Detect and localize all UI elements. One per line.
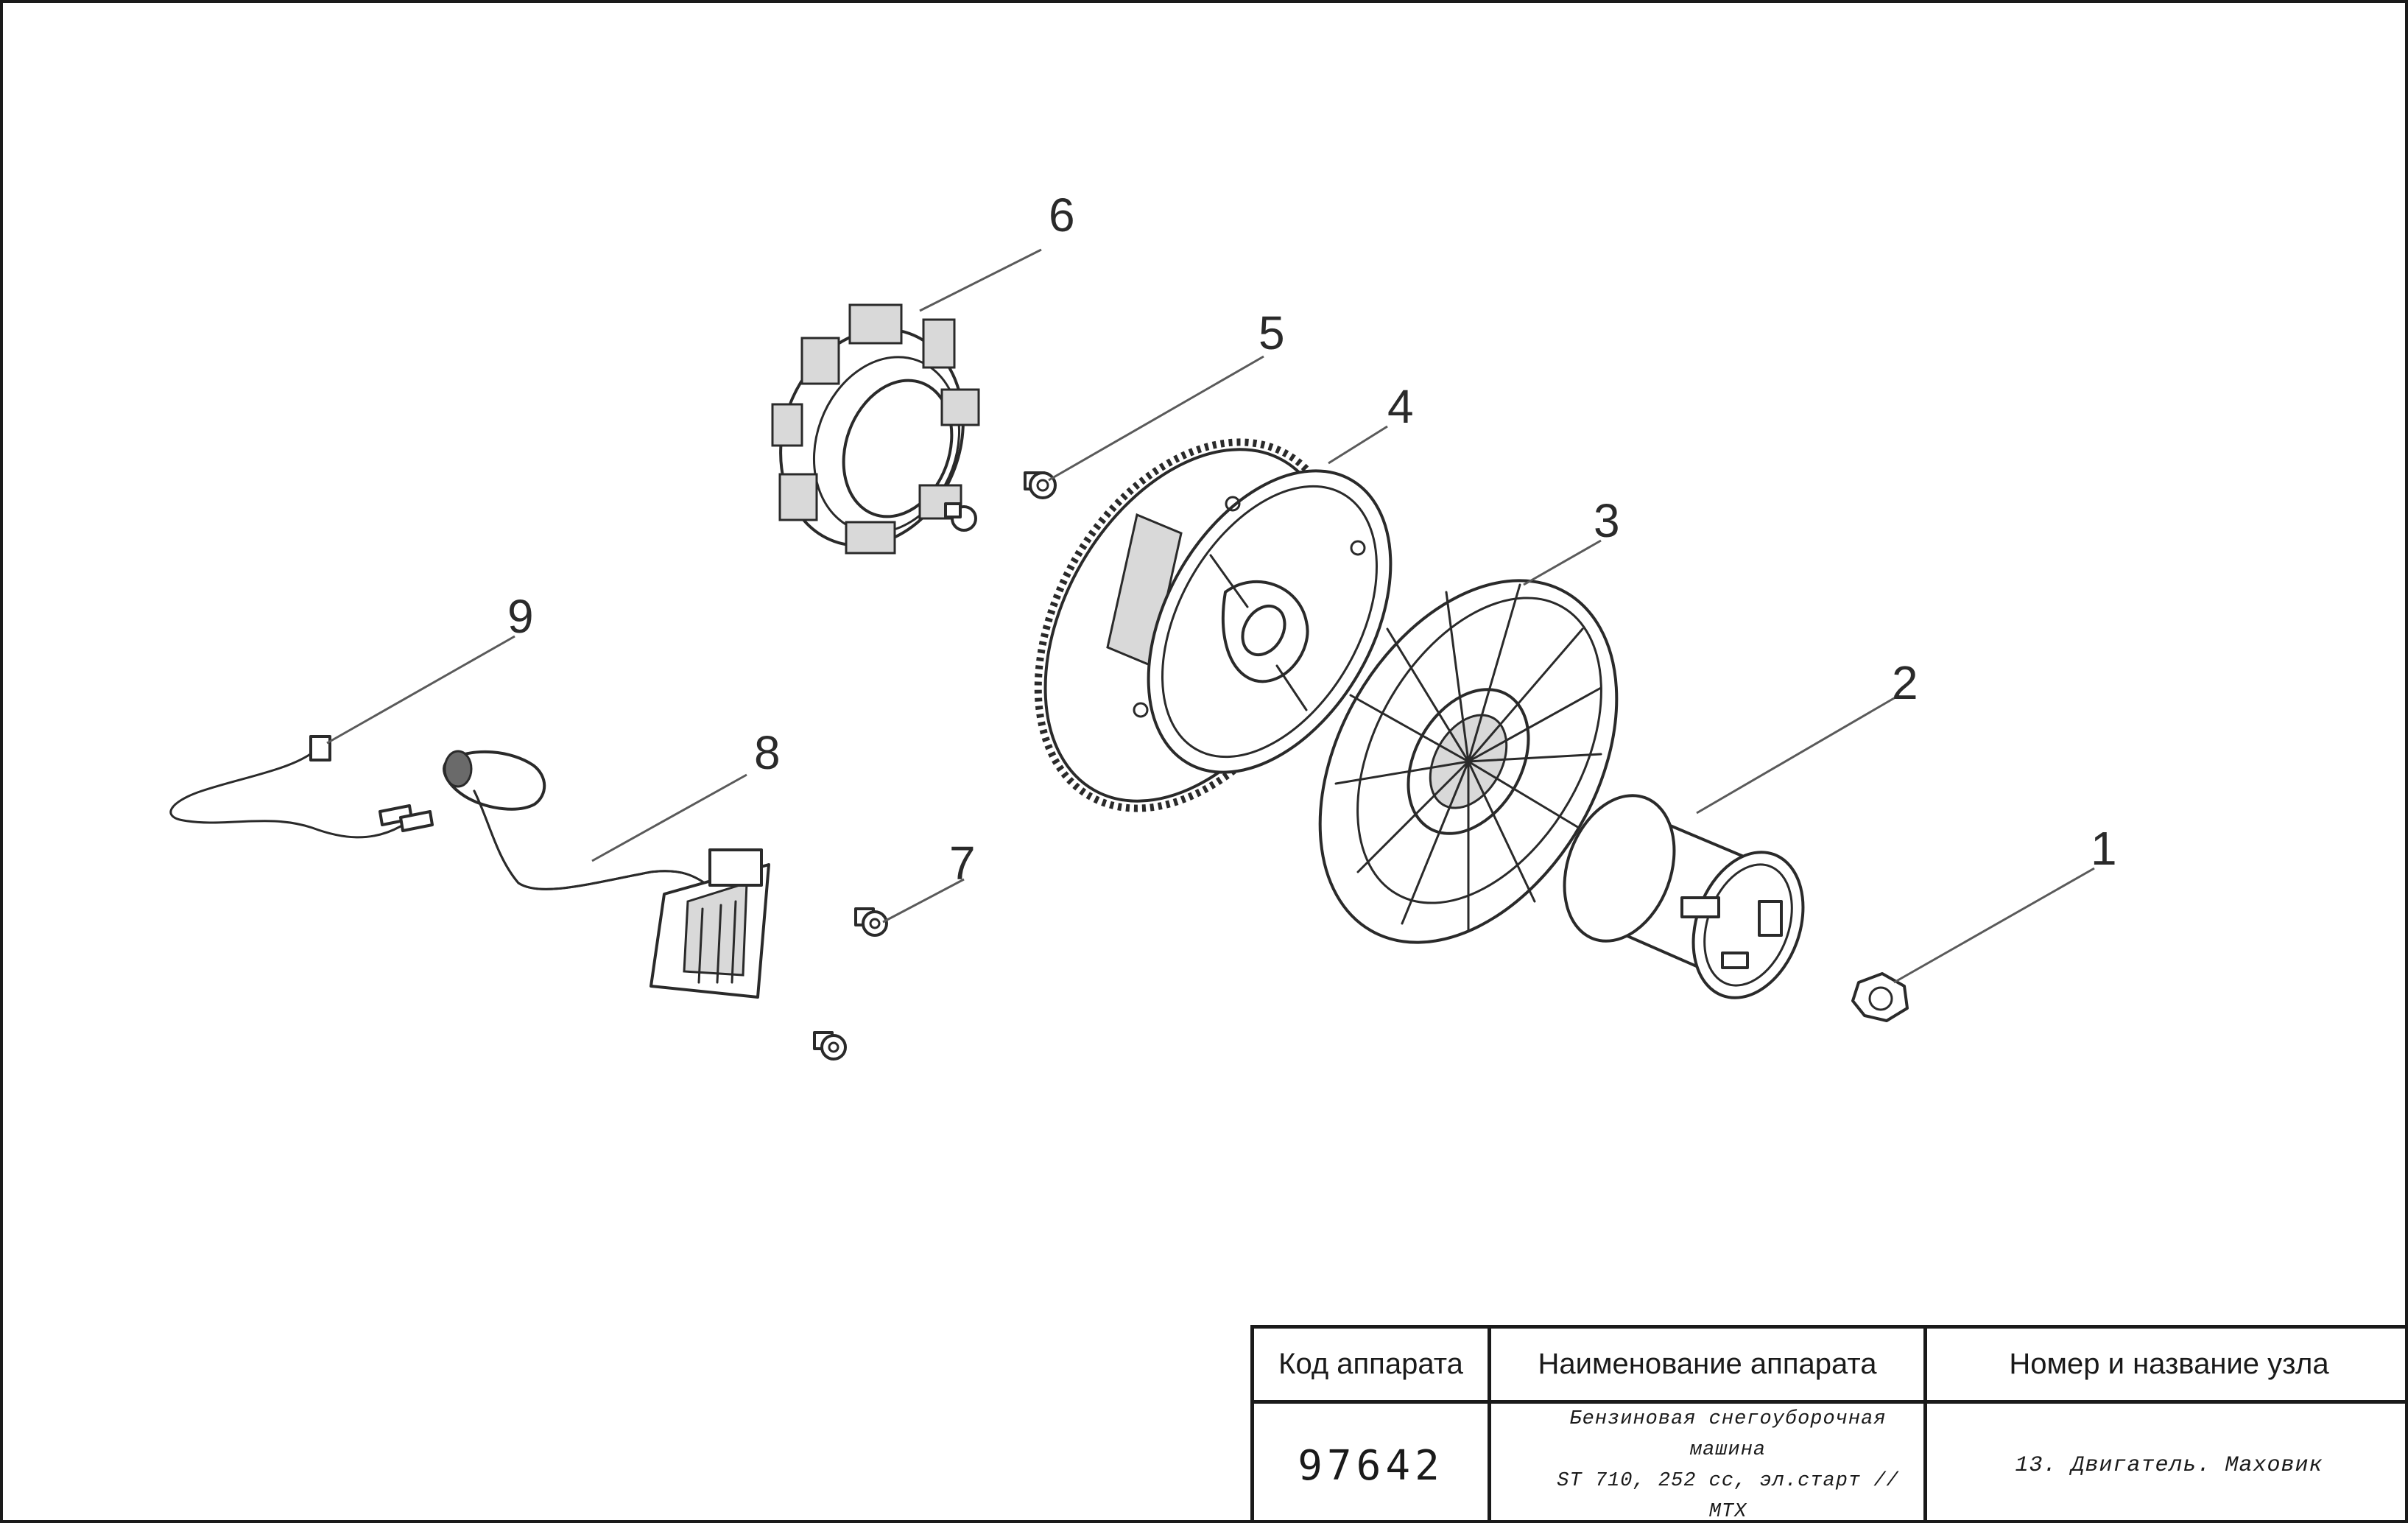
device-name: Бензиновая снегоуборочная машина ST 710,…: [1491, 1404, 1927, 1523]
starter-cup-part: [1563, 794, 1805, 999]
callout-7: 7: [949, 837, 976, 890]
title-block-table: Код аппарата Наименование аппарата Номер…: [1250, 1325, 2405, 1523]
unit-name: 13. Двигатель. Маховик: [1927, 1404, 2405, 1520]
stator-part: [771, 303, 980, 555]
ignition-coil-part: [443, 750, 770, 999]
callout-5: 5: [1258, 306, 1285, 359]
callout-6: 6: [1049, 189, 1075, 242]
header-device-name: Наименование аппарата: [1491, 1329, 1927, 1404]
bolt-part-5: [1024, 471, 1057, 499]
device-name-line-1: Бензиновая снегоуборочная машина: [1569, 1408, 1887, 1461]
header-device-code: Код аппарата: [1254, 1329, 1491, 1404]
device-name-line-2: ST 710, 252 cc, эл.старт // MTX: [1557, 1470, 1899, 1523]
callout-1: 1: [2091, 822, 2117, 875]
callout-4: 4: [1387, 380, 1414, 433]
exploded-parts-diagram: 1 2 3 4 5 6 7 8 9: [169, 189, 2117, 1061]
fan-part: [1318, 579, 1619, 944]
callout-3: 3: [1594, 494, 1620, 547]
flywheel-part: [1034, 438, 1393, 812]
callout-2: 2: [1892, 656, 1918, 709]
stop-wire-part: [169, 735, 434, 839]
header-unit: Номер и название узла: [1927, 1329, 2405, 1404]
screw-part-7: [813, 907, 888, 1061]
device-code: 97642: [1254, 1404, 1491, 1520]
callout-8: 8: [754, 726, 781, 779]
callout-numbers: 1 2 3 4 5 6 7 8 9: [507, 189, 2117, 890]
callout-9: 9: [507, 590, 534, 643]
leader-lines: [326, 248, 2095, 984]
nut-part: [1851, 972, 1909, 1022]
